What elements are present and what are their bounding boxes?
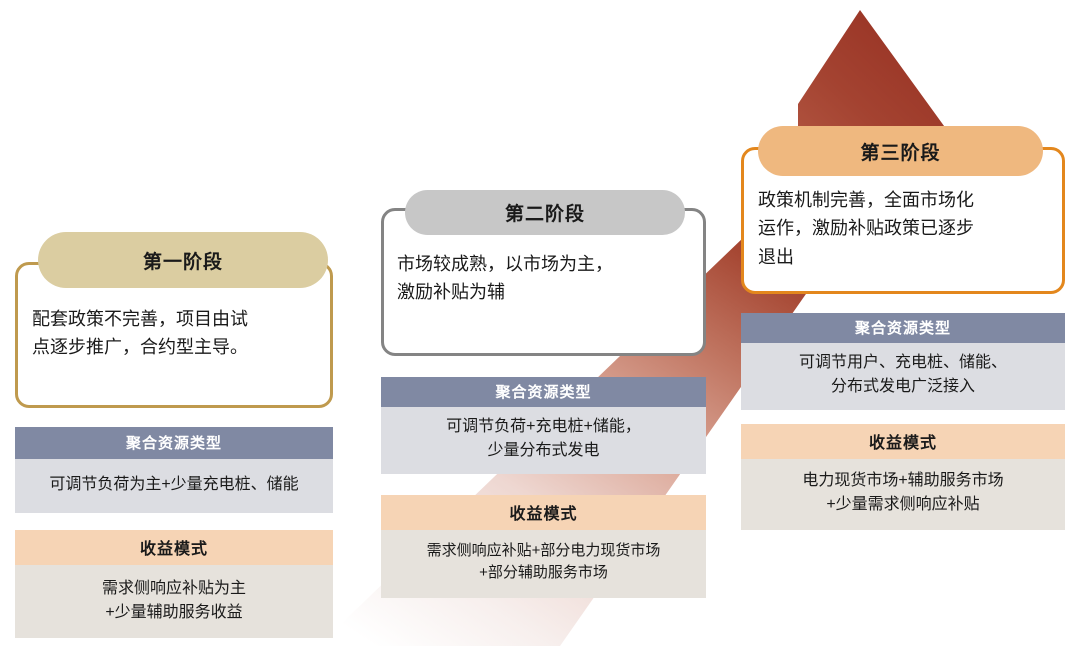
stage-2-resource-text: 可调节负荷+充电桩+储能， 少量分布式发电	[381, 407, 706, 475]
stage-2-resource-header: 聚合资源类型	[381, 377, 706, 407]
stage-2-revenue-header: 收益模式	[381, 495, 706, 530]
stage-3-title: 第三阶段	[860, 142, 941, 164]
stage-2-description: 市场较成熟，以市场为主， 激励补贴为辅	[397, 254, 613, 303]
stage-3-resource-text: 可调节用户、充电桩、储能、 分布式发电广泛接入	[741, 343, 1065, 411]
stage-3-revenue-header: 收益模式	[741, 424, 1065, 459]
stage-1-description: 配套政策不完善，项目由试 点逐步推广，合约型主导。	[32, 309, 248, 358]
stage-3-revenue-text: 电力现货市场+辅助服务市场 +少量需求侧响应补贴	[741, 459, 1065, 531]
stage-1-resource-box: 聚合资源类型 可调节负荷为主+少量充电桩、储能	[15, 427, 333, 513]
stage-3-resource-header: 聚合资源类型	[741, 313, 1065, 343]
stage-2-revenue-text: 需求侧响应补贴+部分电力现货市场 +部分辅助服务市场	[381, 530, 706, 599]
stage-1-revenue-text: 需求侧响应补贴为主 +少量辅助服务收益	[15, 565, 333, 639]
stage-2-title: 第二阶段	[504, 204, 585, 225]
stage-3-resource-box: 聚合资源类型 可调节用户、充电桩、储能、 分布式发电广泛接入	[741, 313, 1065, 411]
stage-2-revenue-box: 收益模式 需求侧响应补贴+部分电力现货市场 +部分辅助服务市场	[381, 495, 706, 599]
stage-3-description: 政策机制完善，全面市场化 运作，激励补贴政策已逐步 退出	[758, 190, 974, 267]
stage-1-revenue-header: 收益模式	[15, 530, 333, 565]
stage-1-resource-text: 可调节负荷为主+少量充电桩、储能	[15, 459, 333, 513]
stage-1-title-pill: 第一阶段	[38, 232, 328, 288]
stage-1-resource-header: 聚合资源类型	[15, 427, 333, 459]
stage-3-title-pill: 第三阶段	[758, 126, 1043, 176]
stage-3-revenue-box: 收益模式 电力现货市场+辅助服务市场 +少量需求侧响应补贴	[741, 424, 1065, 531]
stage-1-revenue-box: 收益模式 需求侧响应补贴为主 +少量辅助服务收益	[15, 530, 333, 639]
stage-2-resource-box: 聚合资源类型 可调节负荷+充电桩+储能， 少量分布式发电	[381, 377, 706, 475]
stage-1-title: 第一阶段	[142, 251, 223, 273]
stage-2-title-pill: 第二阶段	[405, 190, 685, 235]
